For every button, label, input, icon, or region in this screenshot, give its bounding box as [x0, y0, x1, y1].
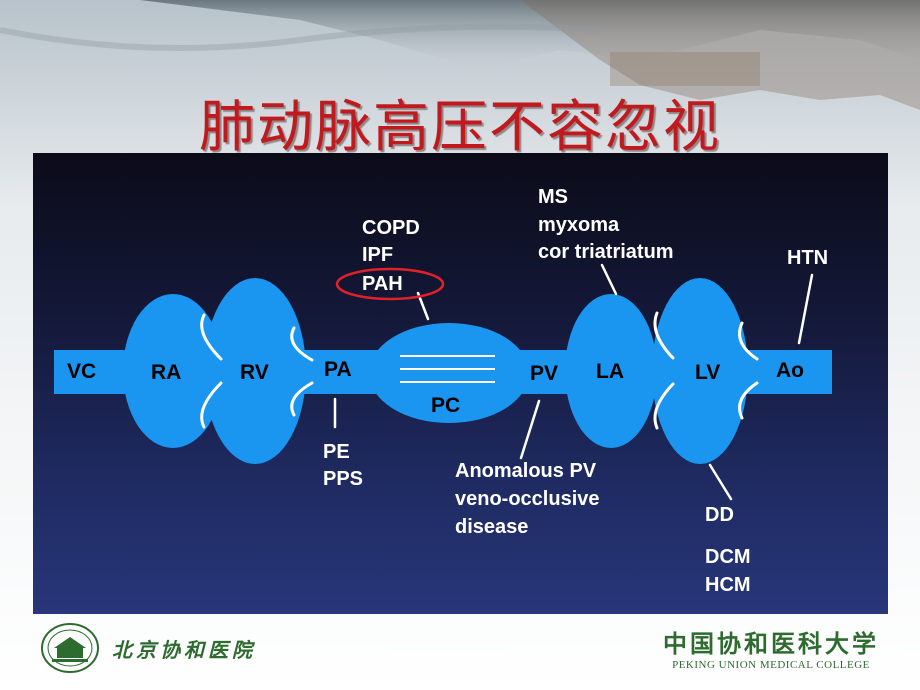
label-rv: RV [240, 361, 269, 384]
annot-cor: cor triatriatum [538, 241, 674, 263]
annot-veno: veno-occlusive [455, 488, 600, 510]
hospital-name: 北京协和医院 [112, 637, 256, 662]
left-ventricle-shape [652, 278, 748, 464]
annot-htn: HTN [787, 247, 828, 269]
annot-pah: PAH [362, 273, 403, 295]
diagram-panel: VC RA RV PA PC PV LA LV Ao COPD IPF PAH … [33, 153, 888, 614]
pointer-lines [333, 263, 814, 501]
right-atrium-shape [123, 294, 223, 448]
footer-right: 中国协和医科大学 PEKING UNION MEDICAL COLLEGE [660, 624, 882, 671]
annot-pe: PE [323, 441, 350, 463]
annot-ms: MS [538, 186, 568, 208]
label-la: LA [596, 360, 624, 383]
label-pv: PV [530, 362, 558, 385]
building-background [0, 0, 920, 110]
valve-lines [200, 311, 759, 430]
annot-dcm: DCM [705, 546, 751, 568]
annot-myxoma: myxoma [538, 214, 620, 236]
footer-left: 北京协和医院 [40, 622, 256, 674]
annot-copd: COPD [362, 217, 420, 239]
left-atrium-shape [565, 294, 657, 448]
label-pa: PA [324, 358, 352, 381]
annot-pps: PPS [323, 468, 363, 490]
college-name-cn: 中国协和医科大学 [663, 629, 879, 658]
annot-disease: disease [455, 516, 528, 538]
annot-hcm: HCM [705, 574, 751, 596]
pah-highlight-ring [335, 267, 445, 301]
annot-ipf: IPF [362, 244, 393, 266]
annot-anomalous: Anomalous PV [455, 460, 597, 482]
pumch-emblem-icon [41, 623, 99, 673]
annot-dd: DD [705, 504, 734, 526]
label-vc: VC [67, 360, 96, 383]
pulmonary-capillary-shape [369, 323, 529, 423]
capillary-lines [400, 355, 495, 383]
circulation-diagram: VC RA RV PA PC PV LA LV Ao COPD IPF PAH … [54, 186, 832, 596]
college-name-en: PEKING UNION MEDICAL COLLEGE [672, 659, 870, 671]
label-ra: RA [151, 361, 181, 384]
label-pc: PC [431, 394, 460, 417]
label-lv: LV [695, 361, 720, 384]
right-ventricle-shape [204, 278, 306, 464]
label-ao: Ao [776, 359, 804, 382]
slide-title: 肺动脉高压不容忽视 [199, 95, 721, 160]
